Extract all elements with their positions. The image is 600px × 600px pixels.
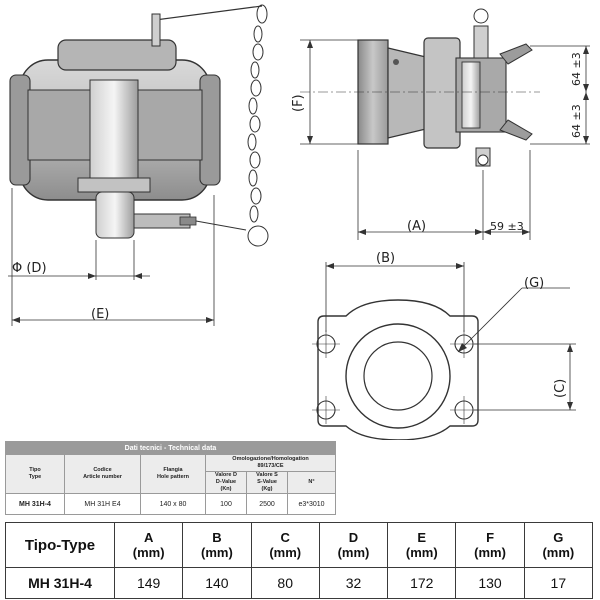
cell-d-value: 100 bbox=[205, 493, 247, 515]
technical-table-title: Dati tecnici - Technical data bbox=[5, 441, 336, 455]
header-unit: (mm) bbox=[201, 545, 233, 560]
header-n: N° bbox=[287, 471, 336, 494]
cell-flangia: 140 x 80 bbox=[140, 493, 206, 515]
dim-label-offset: 59 ±3 bbox=[490, 220, 524, 233]
header-codice: Codice Article number bbox=[64, 454, 141, 494]
header-d-value: Valore D D-Value (Kn) bbox=[205, 471, 247, 494]
dim-label-g: (G) bbox=[524, 276, 544, 291]
header-unit: (mm) bbox=[132, 545, 165, 560]
value-a: 149 bbox=[113, 567, 184, 599]
header-unit: (mm) bbox=[542, 545, 575, 560]
header-unit: (mm) bbox=[269, 545, 302, 560]
dim-label-e: (E) bbox=[91, 307, 109, 322]
header-col-e: E(mm) bbox=[387, 522, 457, 568]
dim-label-a: (A) bbox=[407, 219, 426, 234]
header-letter: F bbox=[486, 530, 495, 545]
dim-label-lower: 64 ±3 bbox=[570, 104, 583, 138]
header-col-f: F(mm) bbox=[455, 522, 525, 568]
row-label: MH 31H-4 bbox=[5, 567, 115, 599]
technical-data-table: Dati tecnici - Technical data Tipo Type … bbox=[5, 441, 336, 515]
header-col-c: C(mm) bbox=[250, 522, 320, 568]
dim-label-d: Φ (D) bbox=[12, 261, 47, 276]
cell-codice: MH 31H E4 bbox=[64, 493, 141, 515]
flange-view: (B) (C) (G) bbox=[312, 251, 576, 440]
header-letter: E bbox=[417, 530, 427, 545]
value-d: 32 bbox=[318, 567, 389, 599]
chain bbox=[195, 4, 269, 247]
header-letter: A bbox=[143, 530, 154, 545]
header-flangia: Flangia Hole pattern bbox=[140, 454, 206, 494]
cell-n: e3*3010 bbox=[287, 493, 336, 515]
dim-label-c: (C) bbox=[553, 379, 568, 398]
header-unit: (mm) bbox=[405, 545, 438, 560]
value-g: 17 bbox=[523, 567, 594, 599]
header-unit: (mm) bbox=[337, 545, 370, 560]
cell-tipo: MH 31H-4 bbox=[5, 493, 65, 515]
header-unit: (mm) bbox=[474, 545, 506, 560]
value-e: 172 bbox=[387, 567, 457, 599]
header-col-a: A(mm) bbox=[113, 522, 184, 568]
front-view: (E) Φ (D) bbox=[8, 4, 269, 326]
header-letter: G bbox=[553, 530, 564, 545]
header-col-g: G(mm) bbox=[523, 522, 594, 568]
header-s-value: Valore S S-Value (Kg) bbox=[246, 471, 288, 494]
header-col-d: D(mm) bbox=[318, 522, 389, 568]
dimension-table: Tipo-Type A(mm) B(mm) C(mm) D(mm) E(mm) … bbox=[5, 522, 594, 599]
header-letter: B bbox=[212, 530, 222, 545]
header-tipo: Tipo Type bbox=[5, 454, 65, 494]
dim-label-b: (B) bbox=[376, 251, 395, 266]
header-letter: C bbox=[280, 530, 290, 545]
value-c: 80 bbox=[250, 567, 320, 599]
dimension-value-row: MH 31H-4 149 140 80 32 172 130 17 bbox=[5, 567, 594, 599]
technical-drawing: (E) Φ (D) (F) 64 ±3 bbox=[8, 4, 590, 440]
side-view: (F) 64 ±3 64 ±3 (A) 59 ±3 bbox=[291, 8, 590, 240]
header-omologazione: Omologazione/Homologation 89/173/CE bbox=[205, 454, 336, 472]
dim-label-f: (F) bbox=[291, 94, 306, 112]
cell-s-value: 2500 bbox=[246, 493, 288, 515]
header-letter: D bbox=[348, 530, 359, 545]
dim-label-upper: 64 ±3 bbox=[570, 52, 583, 86]
value-b: 140 bbox=[182, 567, 252, 599]
value-f: 130 bbox=[455, 567, 525, 599]
header-col-b: B(mm) bbox=[182, 522, 252, 568]
dimension-header-row: Tipo-Type A(mm) B(mm) C(mm) D(mm) E(mm) … bbox=[5, 522, 594, 568]
header-tipo-type: Tipo-Type bbox=[5, 522, 115, 568]
